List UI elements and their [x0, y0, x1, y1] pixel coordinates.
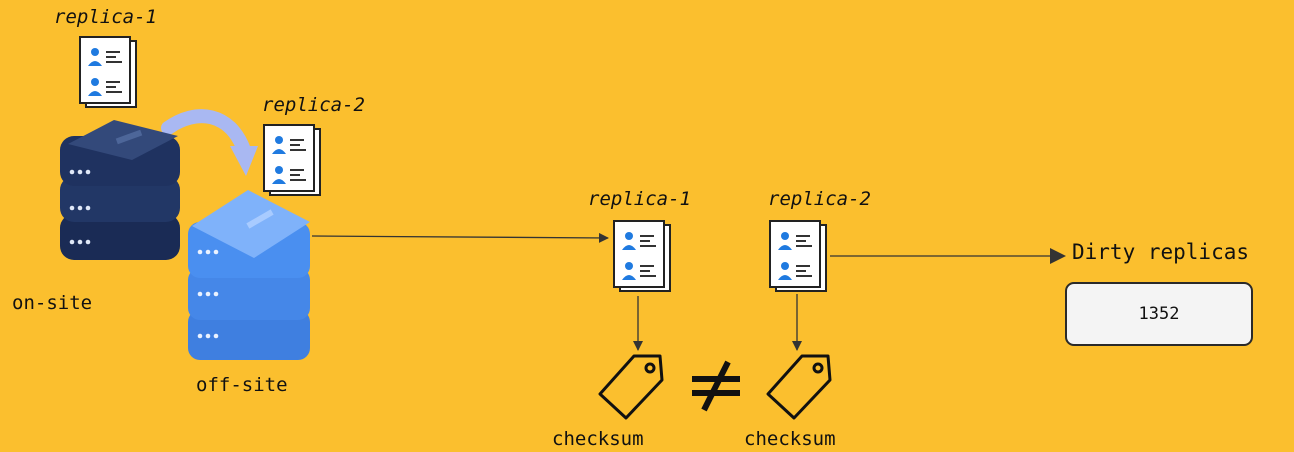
- checksum-tag-icon: [766, 354, 832, 420]
- compare-replica-1-label: replica-1: [588, 188, 691, 210]
- transfer-arrowhead: [230, 146, 258, 176]
- offsite-to-replica-line: [311, 232, 609, 243]
- dirty-replicas-title: Dirty replicas: [1072, 240, 1250, 264]
- checksum-tag-icon: [598, 354, 664, 420]
- onsite-server-label: on-site: [12, 292, 93, 314]
- offsite-server-label: off-site: [196, 374, 288, 396]
- replica-document-icon: [79, 36, 137, 108]
- onsite-replica-label: replica-1: [54, 6, 157, 28]
- compare-replica-2-label: replica-2: [768, 188, 871, 210]
- checksum-left-label: checksum: [552, 428, 644, 450]
- replica-document-icon: [769, 220, 827, 292]
- replica-document-icon: [263, 124, 321, 196]
- offsite-replica-label: replica-2: [262, 94, 365, 116]
- replica-document-icon: [613, 220, 671, 292]
- not-equal-icon: [692, 360, 740, 412]
- offsite-server-icon: [188, 190, 310, 360]
- onsite-server-icon: [60, 120, 180, 260]
- transfer-arrow: [161, 109, 251, 157]
- dirty-replicas-count-box: 1352: [1065, 282, 1253, 346]
- dirty-replicas-count: 1352: [1138, 304, 1180, 324]
- checksum-right-label: checksum: [744, 428, 836, 450]
